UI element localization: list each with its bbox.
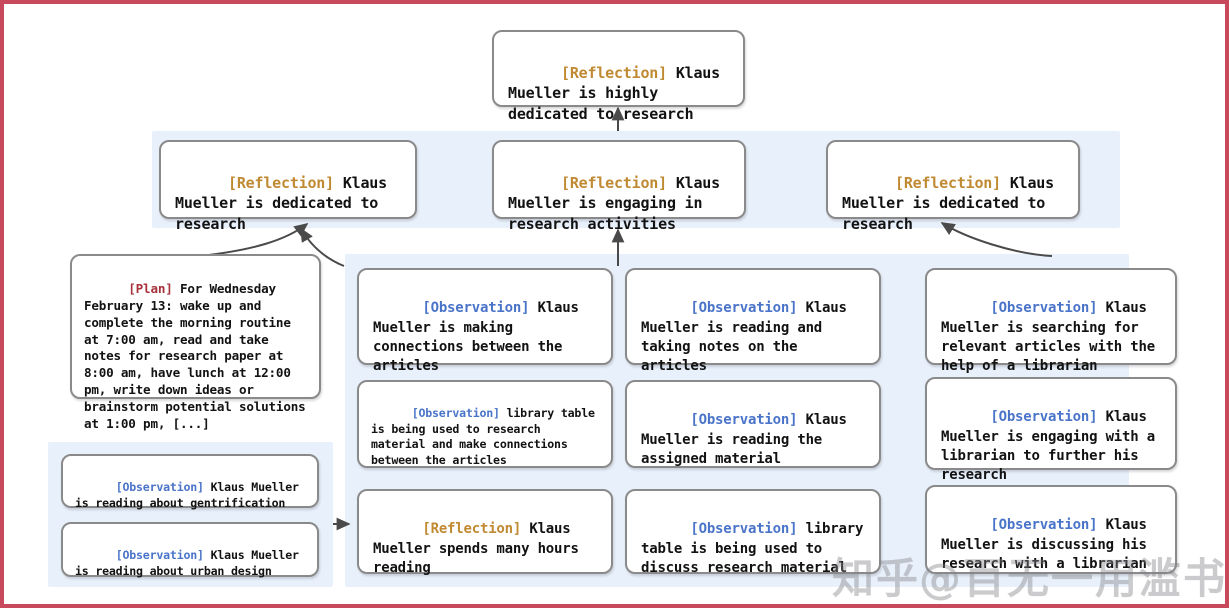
observation-tag: [Observation] — [990, 300, 1098, 317]
node-col3-observation-1[interactable]: [Observation] Klaus Mueller is searching… — [925, 268, 1177, 374]
node-text: library table is being used to research … — [371, 406, 602, 467]
reflection-tag: [Reflection] — [895, 173, 1001, 192]
node-col3-observation-3[interactable]: [Observation] Klaus Mueller is discussin… — [925, 485, 1177, 574]
node-text: Klaus Mueller is reading about gentrific… — [75, 480, 306, 510]
reflection-tag: [Reflection] — [561, 63, 667, 82]
node-text: Klaus Mueller is making connections betw… — [373, 300, 587, 375]
node-reflection-1[interactable]: [Reflection] Klaus Mueller is dedicated … — [159, 140, 417, 233]
node-text: Klaus Mueller is engaging in research ac… — [508, 173, 729, 234]
node-text: For Wednesday February 13: wake up and c… — [84, 280, 313, 431]
node-text: Klaus Mueller is reading the assigned ma… — [641, 412, 855, 467]
plan-tag: [Plan] — [128, 280, 173, 296]
node-plan[interactable]: [Plan] For Wednesday February 13: wake u… — [70, 254, 321, 431]
observation-tag: [Observation] — [690, 300, 798, 317]
observation-tag: [Observation] — [990, 409, 1098, 426]
node-text: Klaus Mueller is dedicated to research — [175, 173, 396, 234]
memory-stream-diagram: [Reflection] Klaus Mueller is highly ded… — [4, 4, 1229, 612]
node-col2-observation-1[interactable]: [Observation] Klaus Mueller is reading a… — [625, 268, 881, 374]
node-text: Klaus Mueller spends many hours reading — [373, 521, 587, 576]
reflection-tag: [Reflection] — [561, 173, 667, 192]
observation-tag: [Observation] — [115, 548, 204, 563]
node-reflection-3[interactable]: [Reflection] Klaus Mueller is dedicated … — [826, 140, 1080, 233]
observation-tag: [Observation] — [690, 521, 798, 538]
node-col1-observation-2[interactable]: [Observation] library table is being use… — [357, 380, 613, 468]
node-text: Klaus Mueller is highly dedicated to res… — [508, 63, 729, 124]
node-text: library table is being used to discuss r… — [641, 521, 872, 576]
node-col2-observation-2[interactable]: [Observation] Klaus Mueller is reading t… — [625, 380, 881, 468]
observation-tag: [Observation] — [422, 300, 530, 317]
node-left-observation-1[interactable]: [Observation] Klaus Mueller is reading a… — [61, 454, 319, 510]
node-col1-reflection[interactable]: [Reflection] Klaus Mueller spends many h… — [357, 489, 613, 576]
node-col3-observation-2[interactable]: [Observation] Klaus Mueller is engaging … — [925, 377, 1177, 483]
observation-tag: [Observation] — [990, 517, 1098, 534]
node-top-reflection[interactable]: [Reflection] Klaus Mueller is highly ded… — [492, 30, 745, 123]
node-col2-observation-3[interactable]: [Observation] library table is being use… — [625, 489, 881, 576]
reflection-tag: [Reflection] — [228, 173, 334, 192]
node-reflection-2[interactable]: [Reflection] Klaus Mueller is engaging i… — [492, 140, 746, 233]
node-text: Klaus Mueller is reading and taking note… — [641, 300, 855, 375]
node-text: Klaus Mueller is dedicated to research — [842, 173, 1063, 234]
node-text: Klaus Mueller is reading about urban des… — [75, 548, 306, 578]
observation-tag: [Observation] — [411, 406, 500, 421]
node-col1-observation-1[interactable]: [Observation] Klaus Mueller is making co… — [357, 268, 613, 374]
node-left-observation-2[interactable]: [Observation] Klaus Mueller is reading a… — [61, 522, 319, 578]
node-text: Klaus Mueller is discussing his research… — [941, 517, 1155, 572]
observation-tag: [Observation] — [690, 412, 798, 429]
node-text: Klaus Mueller is searching for relevant … — [941, 300, 1164, 375]
node-text: Klaus Mueller is engaging with a librari… — [941, 409, 1164, 484]
observation-tag: [Observation] — [115, 480, 204, 495]
reflection-tag: [Reflection] — [422, 521, 522, 538]
